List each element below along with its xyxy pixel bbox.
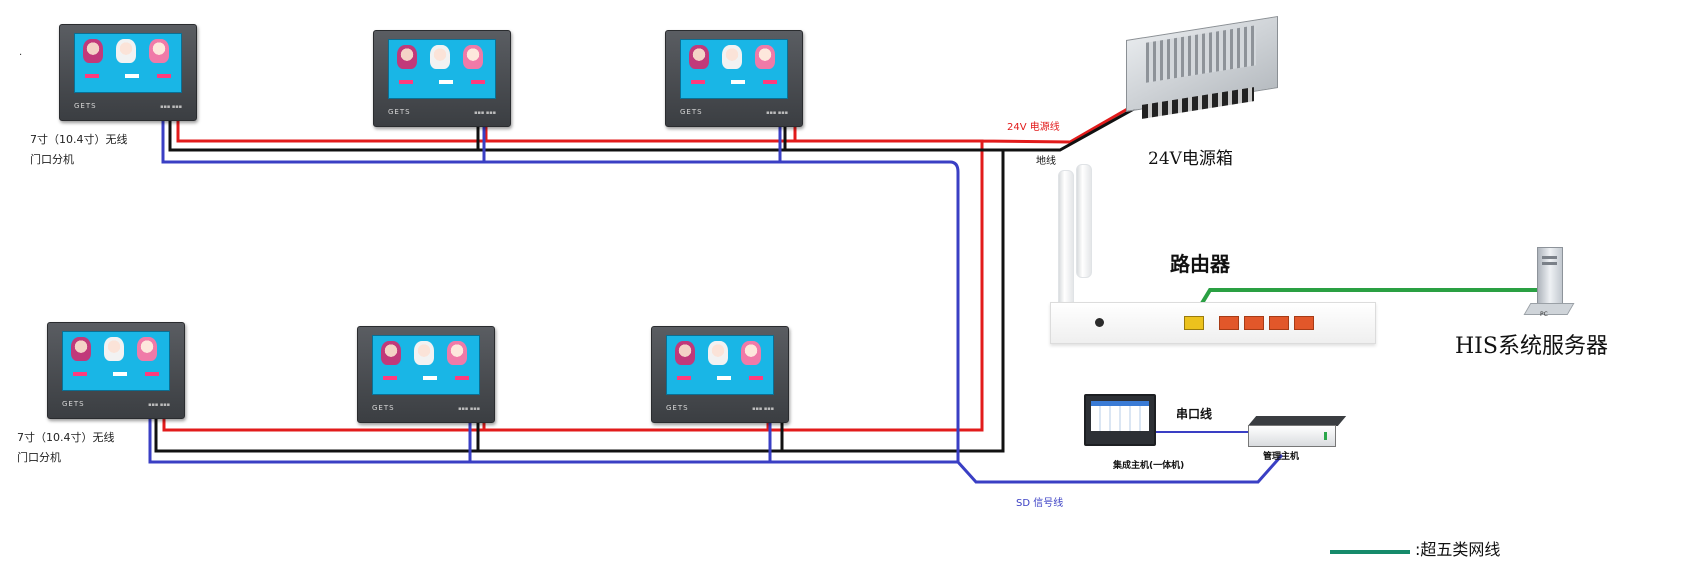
signal-line-label: SD 信号线 <box>1016 498 1064 509</box>
ground-line <box>154 98 1151 453</box>
wan-port <box>1184 316 1204 330</box>
brand-text: GETS <box>666 404 689 412</box>
pc-server-icon <box>1537 247 1563 305</box>
door-unit-label-bottom: 7寸（10.4寸）无线 门口分机 <box>17 431 115 464</box>
avatar <box>397 45 417 69</box>
avatar <box>381 341 401 365</box>
door-unit-screen <box>666 335 774 395</box>
power-box-label: 24V电源箱 <box>1148 149 1233 169</box>
avatar <box>689 45 709 69</box>
avatar <box>116 39 136 63</box>
power-led-icon <box>1095 318 1104 327</box>
door-unit-top-1: GETS ▪▪▪ ▪▪▪ <box>59 24 197 121</box>
avatar <box>149 39 169 63</box>
pc-text: PC <box>1540 311 1548 318</box>
avatar <box>83 39 103 63</box>
brand-text: GETS <box>74 102 97 110</box>
router-antenna <box>1058 170 1074 308</box>
door-unit-screen <box>62 331 170 391</box>
avatar <box>104 337 124 361</box>
avatar <box>71 337 91 361</box>
door-unit-top-2: GETS ▪▪▪ ▪▪▪ <box>373 30 511 127</box>
avatar <box>708 341 728 365</box>
door-unit-label-top: 7寸（10.4寸）无线 门口分机 <box>30 133 128 166</box>
management-host-icon <box>1248 425 1336 447</box>
door-unit-screen <box>388 39 496 99</box>
door-unit-bottom-2: GETS ▪▪▪ ▪▪▪ <box>357 326 495 423</box>
signal-line <box>148 116 1284 484</box>
avatar <box>755 45 775 69</box>
monitor-base-icon <box>1523 303 1575 315</box>
serial-line-label: 串口线 <box>1176 407 1213 421</box>
avatar <box>722 45 742 69</box>
avatar <box>430 45 450 69</box>
lan-port <box>1219 316 1239 330</box>
legend-text: :超五类网线 <box>1415 540 1501 559</box>
integrated-host-label: 集成主机(一体机) <box>1113 461 1185 471</box>
avatar <box>137 337 157 361</box>
ground-line-label: 地线 <box>1036 156 1056 167</box>
router-antenna <box>1076 164 1092 278</box>
door-unit-screen <box>680 39 788 99</box>
brand-text: GETS <box>62 400 85 408</box>
lan-port <box>1269 316 1289 330</box>
brand-text: GETS <box>372 404 395 412</box>
his-server-label: HIS系统服务器 <box>1455 334 1608 359</box>
management-host-label: 管理主机 <box>1263 452 1300 462</box>
power-line-top-run <box>162 94 1151 432</box>
integrated-host-icon <box>1084 394 1156 446</box>
power-supply-box <box>1116 15 1288 132</box>
brand-text: GETS <box>680 108 703 116</box>
door-unit-top-3: GETS ▪▪▪ ▪▪▪ <box>665 30 803 127</box>
door-unit-bottom-3: GETS ▪▪▪ ▪▪▪ <box>651 326 789 423</box>
power-line-label: 24V 电源线 <box>1007 122 1060 133</box>
door-unit-screen <box>372 335 480 395</box>
avatar <box>463 45 483 69</box>
brand-text: GETS <box>388 108 411 116</box>
avatar <box>447 341 467 365</box>
router-label: 路由器 <box>1170 252 1230 276</box>
router <box>1050 302 1376 344</box>
lan-port <box>1294 316 1314 330</box>
corner-mark: . <box>19 47 23 58</box>
avatar <box>741 341 761 365</box>
door-unit-screen <box>74 33 182 93</box>
legend-swatch <box>1330 550 1410 554</box>
avatar <box>675 341 695 365</box>
door-unit-bottom-1: GETS ▪▪▪ ▪▪▪ <box>47 322 185 419</box>
avatar <box>414 341 434 365</box>
lan-port <box>1244 316 1264 330</box>
